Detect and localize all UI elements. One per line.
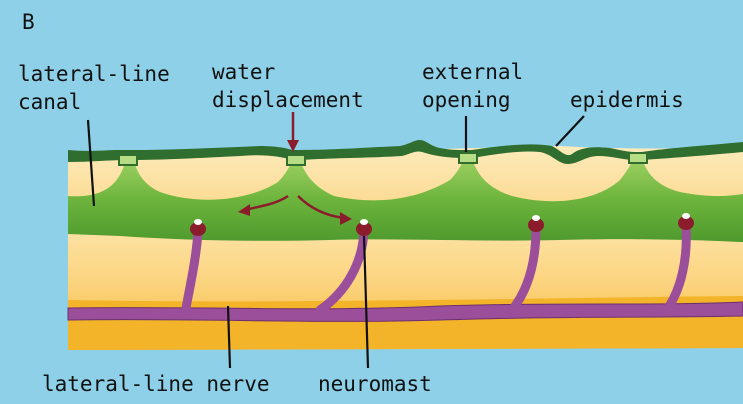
label-external-opening-line2: opening xyxy=(422,88,511,112)
label-water-displacement-line1: water xyxy=(212,60,275,84)
label-epidermis: epidermis xyxy=(570,88,684,112)
external-opening-4 xyxy=(629,153,647,163)
label-lateral-line-nerve: lateral-line nerve xyxy=(42,372,270,396)
panel-letter: B xyxy=(22,10,35,34)
leader-epidermis xyxy=(556,116,584,146)
external-opening-2 xyxy=(287,155,305,165)
label-lateral-line-canal-line1: lateral-line xyxy=(18,62,170,86)
label-external-opening-line1: external xyxy=(422,60,523,84)
label-water-displacement-line2: displacement xyxy=(212,88,364,112)
label-lateral-line-canal-line2: canal xyxy=(18,90,81,114)
label-neuromast: neuromast xyxy=(318,372,432,396)
external-opening-3 xyxy=(459,153,477,163)
external-opening-1 xyxy=(119,155,137,165)
